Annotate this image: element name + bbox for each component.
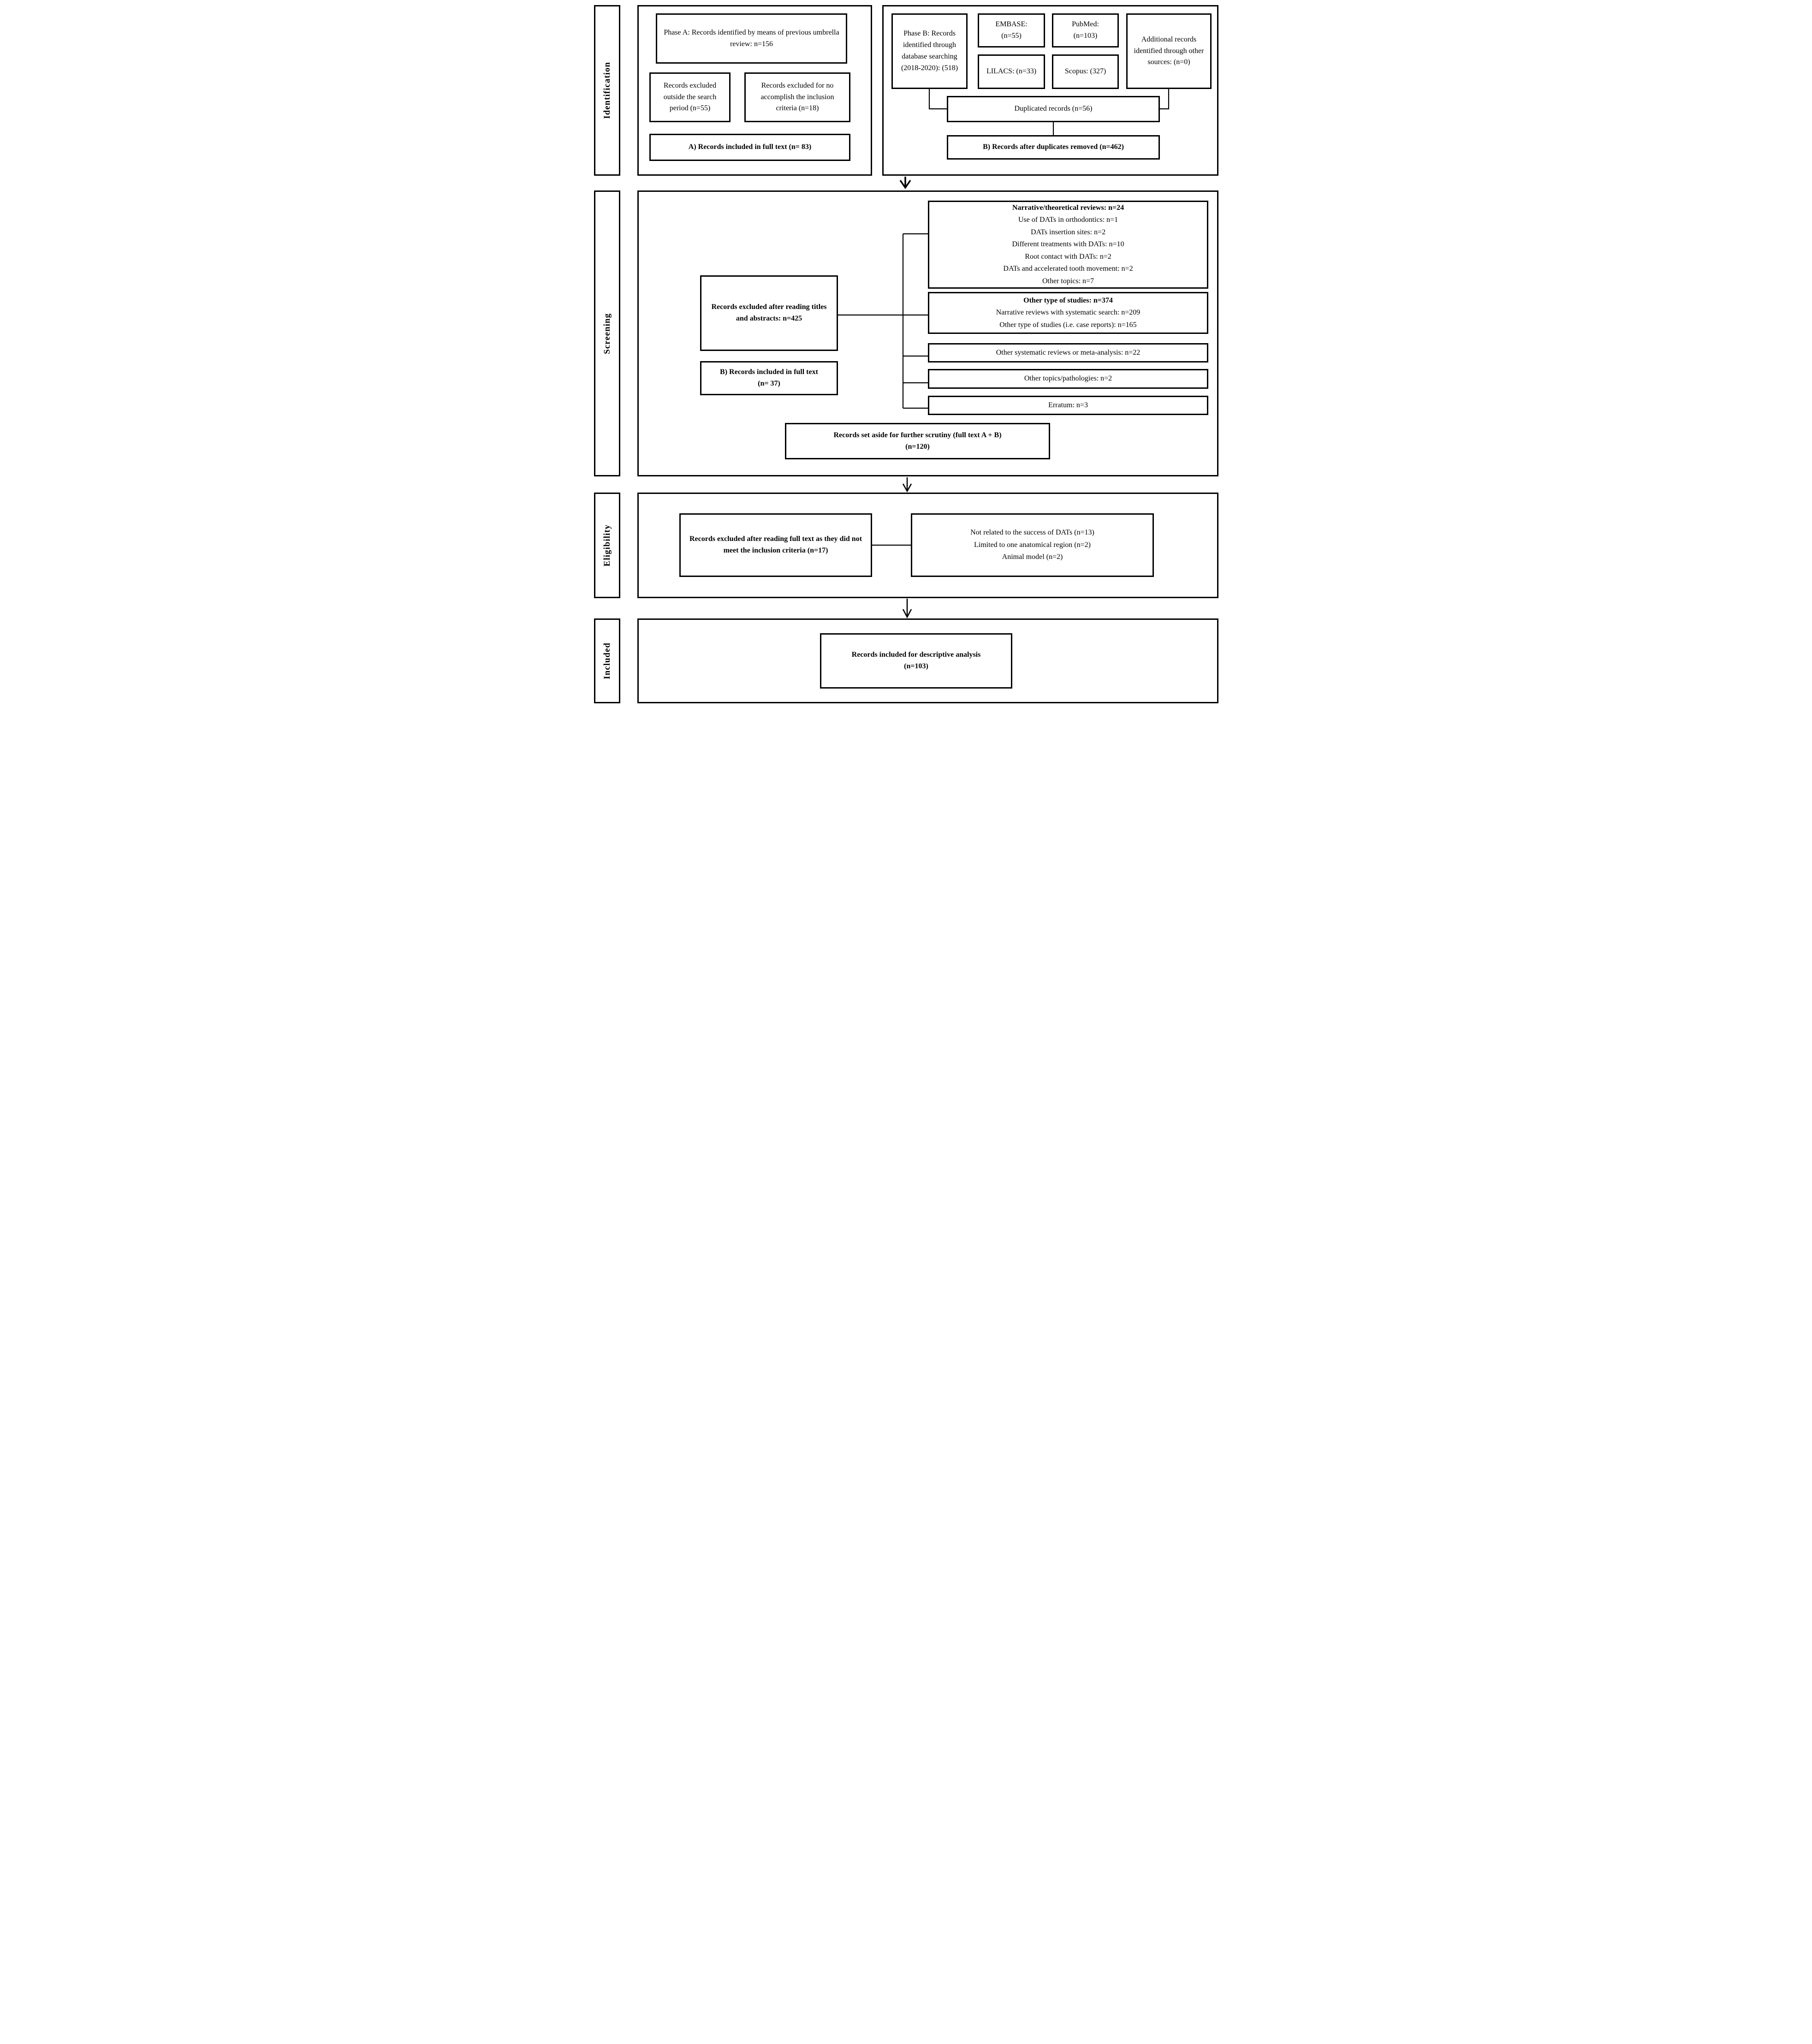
stage-label-included: Included	[602, 642, 612, 679]
descriptive-analysis-box: Records included for descriptive analysi…	[820, 633, 1012, 689]
other-type-studies-line: Narrative reviews with systematic search…	[996, 309, 1141, 317]
b-records-full-text-line1: B) Records included in full text	[720, 368, 818, 376]
down-arrow-icon	[899, 177, 911, 190]
records-after-duplicates-box: B) Records after duplicates removed (n=4…	[947, 135, 1160, 160]
narrative-reviews-title: Narrative/theoretical reviews: n=24	[1012, 203, 1124, 212]
other-type-studies-box: Other type of studies: n=374 Narrative r…	[928, 292, 1208, 334]
excluded-outside-period-text: Records excluded outside the search peri…	[663, 81, 717, 113]
lilacs-text: LILACS: (n=33)	[986, 67, 1037, 76]
exclusion-reason: Not related to the success of DATs (n=13…	[970, 529, 1094, 537]
stage-label-eligibility: Eligibility	[602, 524, 612, 567]
embase-count: (n=55)	[1001, 32, 1022, 40]
narrative-reviews-box: Narrative/theoretical reviews: n=24 Use …	[928, 201, 1208, 289]
embase-box: EMBASE: (n=55)	[978, 13, 1045, 48]
erratum-text: Erratum: n=3	[1048, 401, 1088, 409]
other-systematic-reviews-box: Other systematic reviews or meta-analysi…	[928, 343, 1208, 362]
other-topics-pathologies-box: Other topics/pathologies: n=2	[928, 369, 1208, 389]
descriptive-analysis-line1: Records included for descriptive analysi…	[851, 651, 981, 659]
additional-records-box: Additional records identified through ot…	[1126, 13, 1212, 89]
a-records-full-text-box: A) Records included in full text (n= 83)	[649, 134, 850, 161]
exclusion-reason: Limited to one anatomical region (n=2)	[974, 541, 1091, 549]
excluded-titles-abstracts-box: Records excluded after reading titles an…	[700, 275, 838, 351]
scopus-text: Scopus: (327)	[1064, 67, 1106, 76]
stage-label-screening: Screening	[602, 313, 612, 354]
pubmed-box: PubMed: (n=103)	[1052, 13, 1119, 48]
down-arrow-icon	[902, 477, 912, 493]
exclusion-reasons-box: Not related to the success of DATs (n=13…	[911, 513, 1154, 577]
lilacs-box: LILACS: (n=33)	[978, 54, 1045, 89]
other-type-studies-line: Other type of studies (i.e. case reports…	[999, 321, 1137, 329]
a-records-full-text-text: A) Records included in full text (n= 83)	[688, 143, 812, 151]
narrative-reviews-line: DATs and accelerated tooth movement: n=2	[1003, 265, 1133, 273]
narrative-reviews-line: Different treatments with DATs: n=10	[1012, 240, 1124, 249]
embase-label: EMBASE:	[995, 20, 1028, 29]
records-after-duplicates-text: B) Records after duplicates removed (n=4…	[983, 143, 1124, 151]
narrative-reviews-line: Use of DATs in orthodontics: n=1	[1018, 216, 1118, 224]
records-set-aside-line1: Records set aside for further scrutiny (…	[833, 431, 1002, 439]
other-systematic-reviews-text: Other systematic reviews or meta-analysi…	[996, 348, 1141, 357]
other-type-studies-title: Other type of studies: n=374	[1023, 296, 1113, 304]
pubmed-label: PubMed:	[1072, 20, 1099, 29]
excluded-inclusion-criteria-text: Records excluded for no accomplish the i…	[760, 81, 834, 113]
erratum-box: Erratum: n=3	[928, 396, 1208, 415]
stage-label-included-box: Included	[594, 618, 620, 703]
descriptive-analysis-line2: (n=103)	[904, 662, 928, 670]
phase-b-records-box: Phase B: Records identified through data…	[891, 13, 968, 89]
pubmed-count: (n=103)	[1073, 32, 1098, 40]
exclusion-reason: Animal model (n=2)	[1002, 553, 1063, 561]
additional-records-text: Additional records identified through ot…	[1134, 35, 1204, 66]
records-set-aside-line2: (n=120)	[905, 442, 930, 451]
excluded-full-text-box: Records excluded after reading full text…	[679, 513, 872, 577]
narrative-reviews-line: Other topics: n=7	[1042, 277, 1094, 285]
phase-b-records-text: Phase B: Records identified through data…	[901, 30, 958, 72]
phase-a-records-box: Phase A: Records identified by means of …	[656, 13, 847, 64]
excluded-titles-abstracts-text: Records excluded after reading titles an…	[711, 303, 827, 322]
phase-a-records-text: Phase A: Records identified by means of …	[664, 28, 839, 48]
duplicated-records-box: Duplicated records (n=56)	[947, 96, 1160, 122]
down-arrow-icon	[902, 599, 912, 618]
records-set-aside-box: Records set aside for further scrutiny (…	[785, 423, 1050, 459]
duplicated-records-text: Duplicated records (n=56)	[1014, 105, 1093, 113]
prisma-flow-diagram: Identification Screening Eligibility Inc…	[589, 0, 1223, 715]
excluded-outside-period-box: Records excluded outside the search peri…	[649, 72, 731, 122]
stage-label-eligibility-box: Eligibility	[594, 493, 620, 598]
excluded-full-text-text: Records excluded after reading full text…	[689, 535, 862, 554]
stage-label-screening-box: Screening	[594, 190, 620, 476]
narrative-reviews-line: Root contact with DATs: n=2	[1025, 252, 1111, 261]
b-records-full-text-box: B) Records included in full text (n= 37)	[700, 361, 838, 395]
scopus-box: Scopus: (327)	[1052, 54, 1119, 89]
stage-label-identification-box: Identification	[594, 5, 620, 176]
stage-label-identification: Identification	[602, 62, 612, 119]
b-records-full-text-line2: (n= 37)	[758, 380, 780, 387]
other-topics-pathologies-text: Other topics/pathologies: n=2	[1024, 374, 1112, 383]
excluded-inclusion-criteria-box: Records excluded for no accomplish the i…	[744, 72, 850, 122]
narrative-reviews-line: DATs insertion sites: n=2	[1030, 228, 1106, 236]
